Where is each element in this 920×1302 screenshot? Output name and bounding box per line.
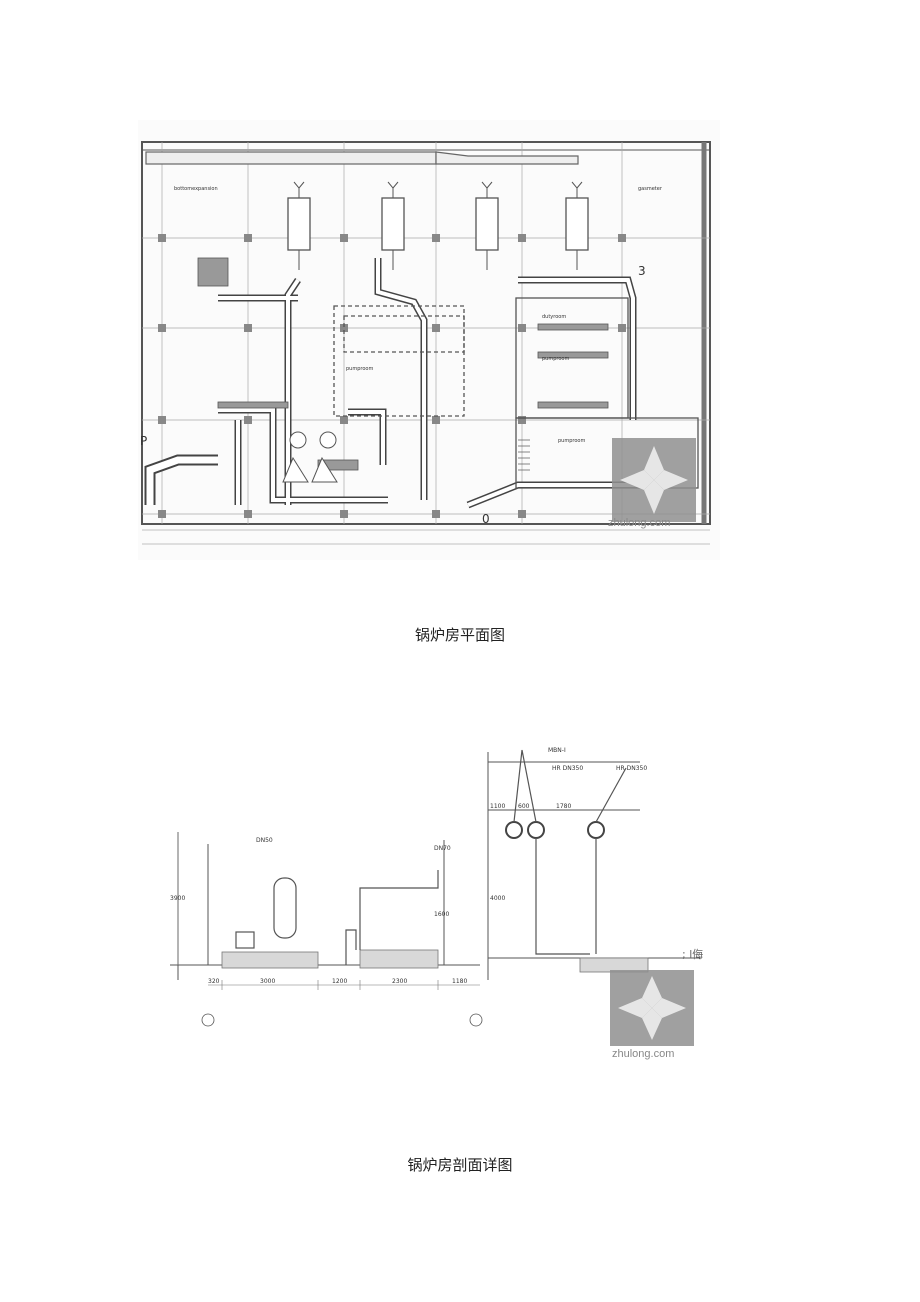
- boiler-room-plan-drawing: bottomexpansion gasmeter pumproom dutyro…: [138, 120, 720, 560]
- watermark-logo-2: [610, 970, 694, 1046]
- label-dn70: DN70: [434, 845, 451, 852]
- dim-1180: 1180: [452, 978, 467, 985]
- dim-600: 600: [518, 803, 530, 810]
- dim-3000: 3000: [260, 978, 275, 985]
- label-mbn: MBN-I: [548, 747, 566, 754]
- label-hr-left: HR DN350: [552, 765, 583, 772]
- gas-meter-label: gasmeter: [638, 186, 663, 192]
- dim-1600: 1600: [434, 911, 449, 918]
- dim-3900: 3900: [170, 895, 185, 902]
- pump-room-label-2: pumproom: [542, 356, 569, 362]
- dim-4000: 4000: [490, 895, 505, 902]
- pump-room-label-3: pumproom: [558, 438, 585, 444]
- dim-1200: 1200: [332, 978, 347, 985]
- watermark-logo: [612, 438, 696, 522]
- figure-caption-section: 锅炉房剖面详图: [407, 1156, 513, 1174]
- duty-room-label: dutyroom: [542, 314, 566, 320]
- plan-mark-three: 3: [638, 264, 646, 278]
- boiler-room-section-drawing: 320 3000 1200 2300 1180 DN50 DN70 3900 1…: [160, 740, 720, 1060]
- pump-room-label-1: pumproom: [346, 366, 373, 372]
- dim-2300: 2300: [392, 978, 407, 985]
- expansion-label: bottomexpansion: [174, 186, 218, 192]
- plan-mark-zero: 0: [482, 512, 490, 526]
- dim-1780: 1780: [556, 803, 571, 810]
- side-note: ; l侮: [682, 947, 703, 961]
- plan-mark-p: P: [140, 434, 147, 448]
- watermark-text-2: zhulong.com: [612, 1048, 674, 1060]
- dim-320: 320: [208, 978, 220, 985]
- watermark-text: zhulong.com: [608, 517, 670, 529]
- dim-1100: 1100: [490, 803, 505, 810]
- label-hr-right: HR DN350: [616, 765, 647, 772]
- figure-caption-plan: 锅炉房平面图: [414, 626, 505, 644]
- label-dn50: DN50: [256, 837, 273, 844]
